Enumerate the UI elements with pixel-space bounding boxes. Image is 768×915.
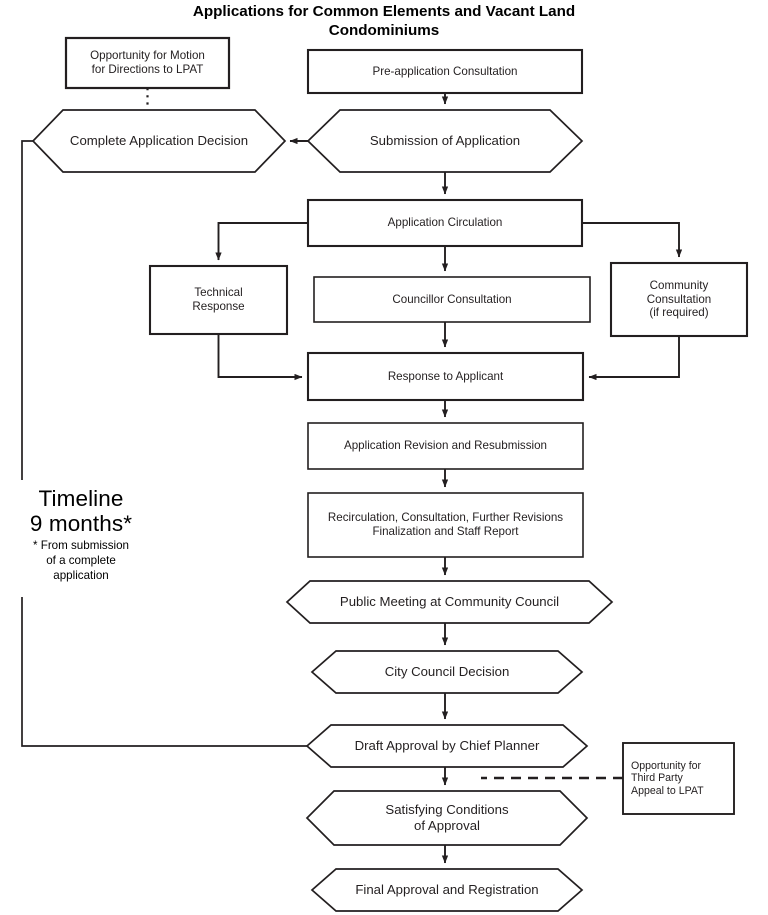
page-title: Applications for Common Elements and Vac…	[192, 3, 576, 40]
node-pre-application-consultation	[306, 48, 584, 95]
timeline-heading-line2: 9 months*	[29, 511, 133, 537]
connector-community-to-response	[588, 336, 680, 381]
node-public-meeting	[285, 580, 614, 624]
node-councillor-consultation	[313, 276, 591, 323]
node-response-to-applicant	[306, 351, 585, 402]
node-technical-response	[148, 264, 289, 336]
timeline-annotation: Timeline 9 months* * From submission of …	[8, 486, 154, 584]
node-community-consultation	[609, 261, 749, 338]
node-recirculation	[307, 492, 584, 558]
timeline-heading-line1: Timeline	[38, 486, 124, 511]
connector-circulation-to-technical	[215, 222, 308, 261]
node-city-council-decision	[310, 650, 584, 694]
node-opportunity-motion	[64, 36, 231, 90]
connector-technical-to-response	[217, 334, 303, 381]
connector-circulation-to-community	[582, 222, 683, 258]
timeline-bracket-lower	[21, 597, 307, 747]
timeline-bracket-upper	[21, 140, 33, 480]
node-opportunity-appeal	[622, 742, 735, 815]
node-complete-application-decision	[31, 109, 287, 173]
node-application-circulation	[306, 198, 584, 248]
node-application-revision	[307, 422, 584, 470]
node-satisfying-conditions	[305, 790, 589, 846]
node-final-approval	[310, 868, 584, 912]
node-draft-approval	[305, 724, 589, 768]
timeline-footnote: * From submission of a complete applicat…	[33, 539, 129, 583]
node-submission-of-application	[306, 109, 584, 173]
